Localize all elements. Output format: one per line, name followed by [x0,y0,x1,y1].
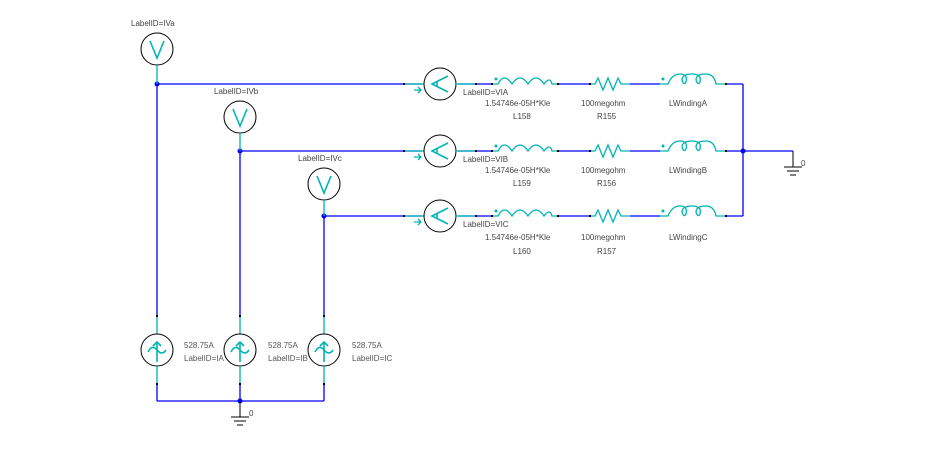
ground-bottom[interactable]: 0 [231,401,254,426]
ammeter-via[interactable]: LabelID=VIA [404,67,509,101]
resistor-value: 100megohm [581,233,626,242]
inductor-value: 1.54746e-05H*Kle [485,233,551,242]
winding-label: LWindingA [669,99,708,108]
source-value: 528.75A [268,341,298,350]
resistor-r155[interactable]: 100megohm R155 [581,76,630,121]
winding-b[interactable]: LWindingB [660,140,726,175]
ammeter-label: LabelID=VIC [463,220,509,229]
winding-coil-icon [660,140,726,152]
inductor-l159[interactable]: 1.54746e-05H*Kle L159 [485,144,558,189]
inductor-coil-icon [492,209,558,218]
voltmeter-ivb[interactable]: LabelID=IVb [214,87,259,151]
resistor-name: R157 [597,247,617,256]
inductor-name: L158 [513,112,531,121]
winding-coil-icon [660,205,726,217]
source-value: 528.75A [352,341,382,350]
inductor-value: 1.54746e-05H*Kle [485,166,551,175]
voltmeter-ivc[interactable]: LabelID=IVc [298,154,342,216]
sine-wave-icon [147,346,167,354]
winding-label: LWindingB [669,166,707,175]
inductor-name: L160 [513,247,531,256]
ammeter-label: LabelID=VIB [463,155,508,164]
sine-wave-icon [314,346,334,354]
ammeter-a-icon [430,75,449,93]
source-label: LabelID=IC [352,354,392,363]
ammeter-a-icon [430,142,449,160]
source-value: 528.75A [184,341,214,350]
winding-coil-icon [660,73,726,85]
ammeter-body [423,199,457,233]
resistor-r157[interactable]: 100megohm R157 [581,208,630,256]
inductor-coil-icon [492,144,558,153]
ammeter-label: LabelID=VIA [463,88,509,97]
voltmeter-v-icon [316,175,332,196]
wires [156,83,793,402]
branch-b: LabelID=VIB 1.54746e-05H*Kle L159 100meg… [404,134,726,189]
branch-c: LabelID=VIC 1.54746e-05H*Kle L160 100meg… [404,199,726,257]
resistor-zigzag-icon [590,76,630,92]
voltmeter-iva[interactable]: LabelID=IVa [131,19,175,84]
ammeter-a-icon [430,207,449,225]
resistor-zigzag-icon [590,143,630,159]
resistor-r156[interactable]: 100megohm R156 [581,143,630,188]
junctions [154,81,746,404]
voltmeter-v-icon [232,108,248,129]
winding-a[interactable]: LWindingA [660,73,726,108]
branch-a: LabelID=VIA 1.54746e-05H*Kle L158 100meg… [404,67,726,122]
voltmeter-body [223,100,257,134]
resistor-value: 100megohm [581,99,626,108]
ground-node-label: 0 [249,409,254,418]
voltmeter-body [307,167,341,201]
inductor-value: 1.54746e-05H*Kle [485,99,551,108]
ammeter-vic[interactable]: LabelID=VIC [404,199,509,233]
current-source-ib[interactable]: 528.75A LabelID=IB [223,316,308,384]
resistor-value: 100megohm [581,166,626,175]
voltmeter-v-icon [149,40,165,61]
resistor-name: R156 [597,179,617,188]
pin-marks [156,83,727,385]
junction-dot [740,148,746,154]
current-source-ic[interactable]: 528.75A LabelID=IC [307,316,392,384]
ammeter-vib[interactable]: LabelID=VIB [404,134,508,168]
resistor-zigzag-icon [590,208,630,224]
inductor-coil-icon [492,77,558,86]
inductor-l160[interactable]: 1.54746e-05H*Kle L160 [485,209,558,257]
current-arrow-icon [414,86,422,94]
ammeter-body [423,134,457,168]
inductor-l158[interactable]: 1.54746e-05H*Kle L158 [485,77,558,122]
winding-c[interactable]: LWindingC [660,205,726,242]
source-label: LabelID=IA [184,354,224,363]
current-source-ia[interactable]: 528.75A LabelID=IA [140,316,224,384]
ground-right[interactable]: 0 [784,151,806,176]
voltmeter-label: LabelID=IVb [214,87,259,96]
current-arrow-icon [414,153,422,161]
ammeter-body [423,67,457,101]
sine-wave-icon [230,346,250,354]
voltmeter-body [140,32,174,66]
source-label: LabelID=IB [268,354,308,363]
voltmeter-label: LabelID=IVc [298,154,342,163]
voltmeter-label: LabelID=IVa [131,19,175,28]
resistor-name: R155 [597,112,617,121]
current-arrow-icon [414,218,422,226]
winding-label: LWindingC [669,233,708,242]
ground-node-label: 0 [801,159,806,168]
inductor-name: L159 [513,179,531,188]
